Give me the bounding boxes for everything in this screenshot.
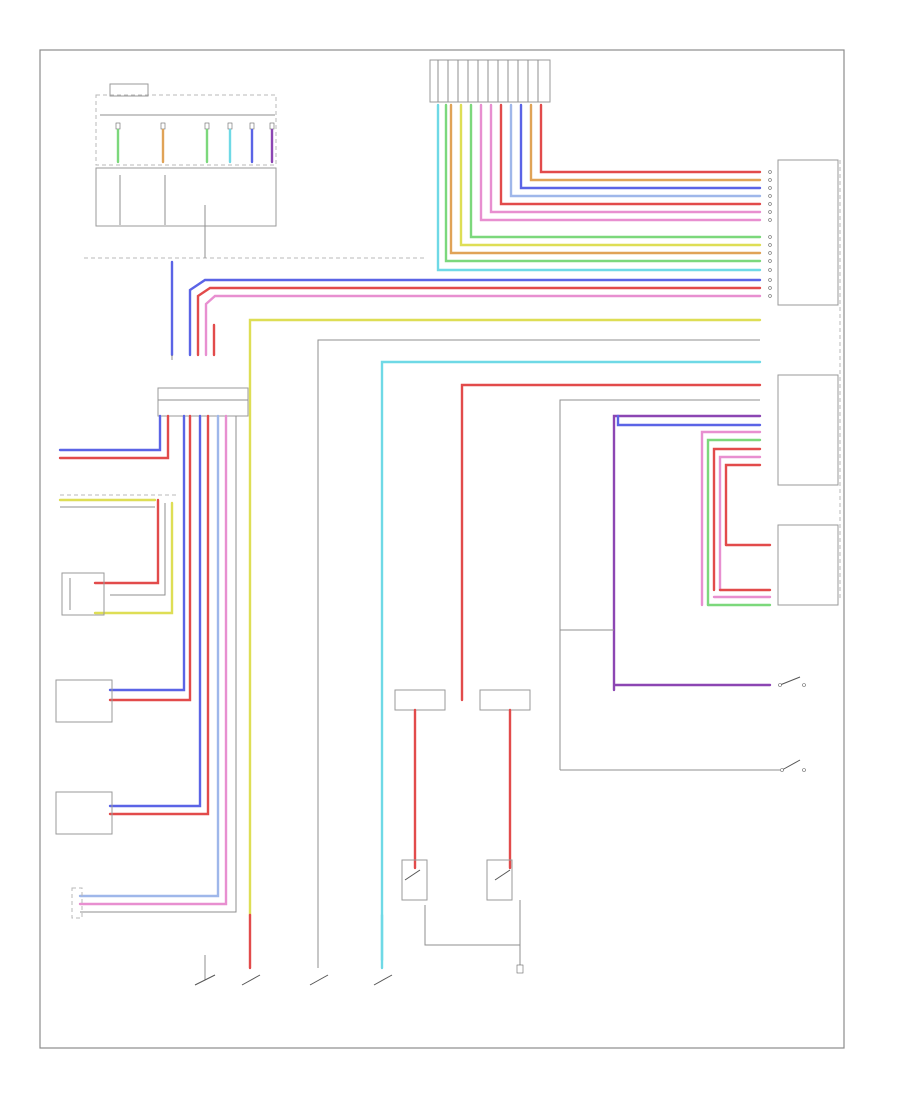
bottom-switch-group xyxy=(194,913,393,986)
bottom-left-connector xyxy=(71,887,83,919)
sensor-module-3 xyxy=(55,791,113,835)
diagram-frame xyxy=(39,49,845,1049)
junction-output-wires xyxy=(58,414,237,913)
left-door-switch-box xyxy=(394,689,531,974)
brake-switch-right xyxy=(778,676,806,687)
main-bus-wires xyxy=(170,260,762,962)
meter-output-wires xyxy=(436,103,762,272)
right-connector-pins xyxy=(768,170,772,298)
transmission-pin-row xyxy=(115,122,275,130)
right-connector-block xyxy=(768,159,839,306)
mid-red-wires xyxy=(460,383,772,770)
junction-connector xyxy=(157,387,249,417)
transmission-module-group xyxy=(84,83,425,259)
dashed-connector-left xyxy=(58,494,176,508)
combination-meter-connector xyxy=(429,59,551,103)
clutch-switch-right xyxy=(560,759,806,772)
fuel-level-sensor xyxy=(61,572,105,616)
right-ecu-box xyxy=(777,374,839,606)
sensor-module-2 xyxy=(55,679,113,723)
